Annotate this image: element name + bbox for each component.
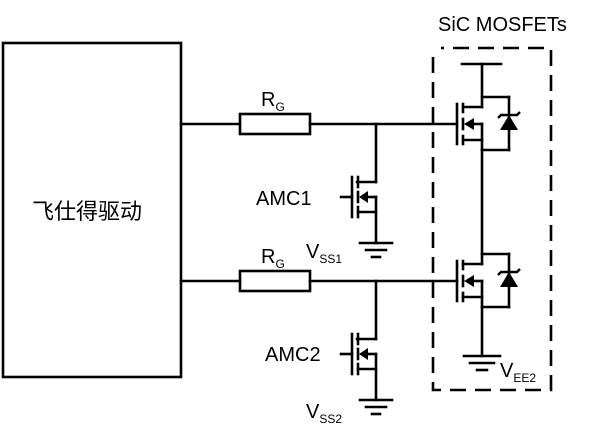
amc1-label: AMC1 [256,188,312,210]
sic-mosfets-group-box [431,46,553,392]
ground-icon [358,241,394,259]
amc2-transistor: AMC2 [265,279,378,402]
bottom-gate-path: RG [179,246,459,293]
zener-diode-icon [497,268,521,287]
driver-label: 飞仕得驱动 [32,199,142,224]
sic-mosfet-bottom [455,252,521,358]
vee2-label: VEE2 [500,360,536,385]
amc1-transistor: AMC1 [256,122,378,245]
vss1-label: VSS1 [306,241,342,266]
resistor-label-top: RG [261,89,285,114]
gate-resistor-top [238,112,312,136]
top-gate-path: RG [179,89,459,136]
ground-icon [358,398,394,416]
resistor-label-bottom: RG [261,246,285,271]
gate-resistor-bottom [238,269,312,293]
ground-icon [462,354,502,372]
arrow-icon [359,191,368,203]
sic-mosfet-top [455,62,521,152]
driver-block [1,41,183,379]
sic-mosfets-title: SiC MOSFETs [438,14,567,36]
amc2-label: AMC2 [265,344,321,366]
arrow-icon [464,118,474,130]
arrow-icon [359,348,368,360]
zener-diode-icon [497,111,521,130]
vss2-label: VSS2 [306,401,342,426]
arrow-icon [464,275,474,287]
